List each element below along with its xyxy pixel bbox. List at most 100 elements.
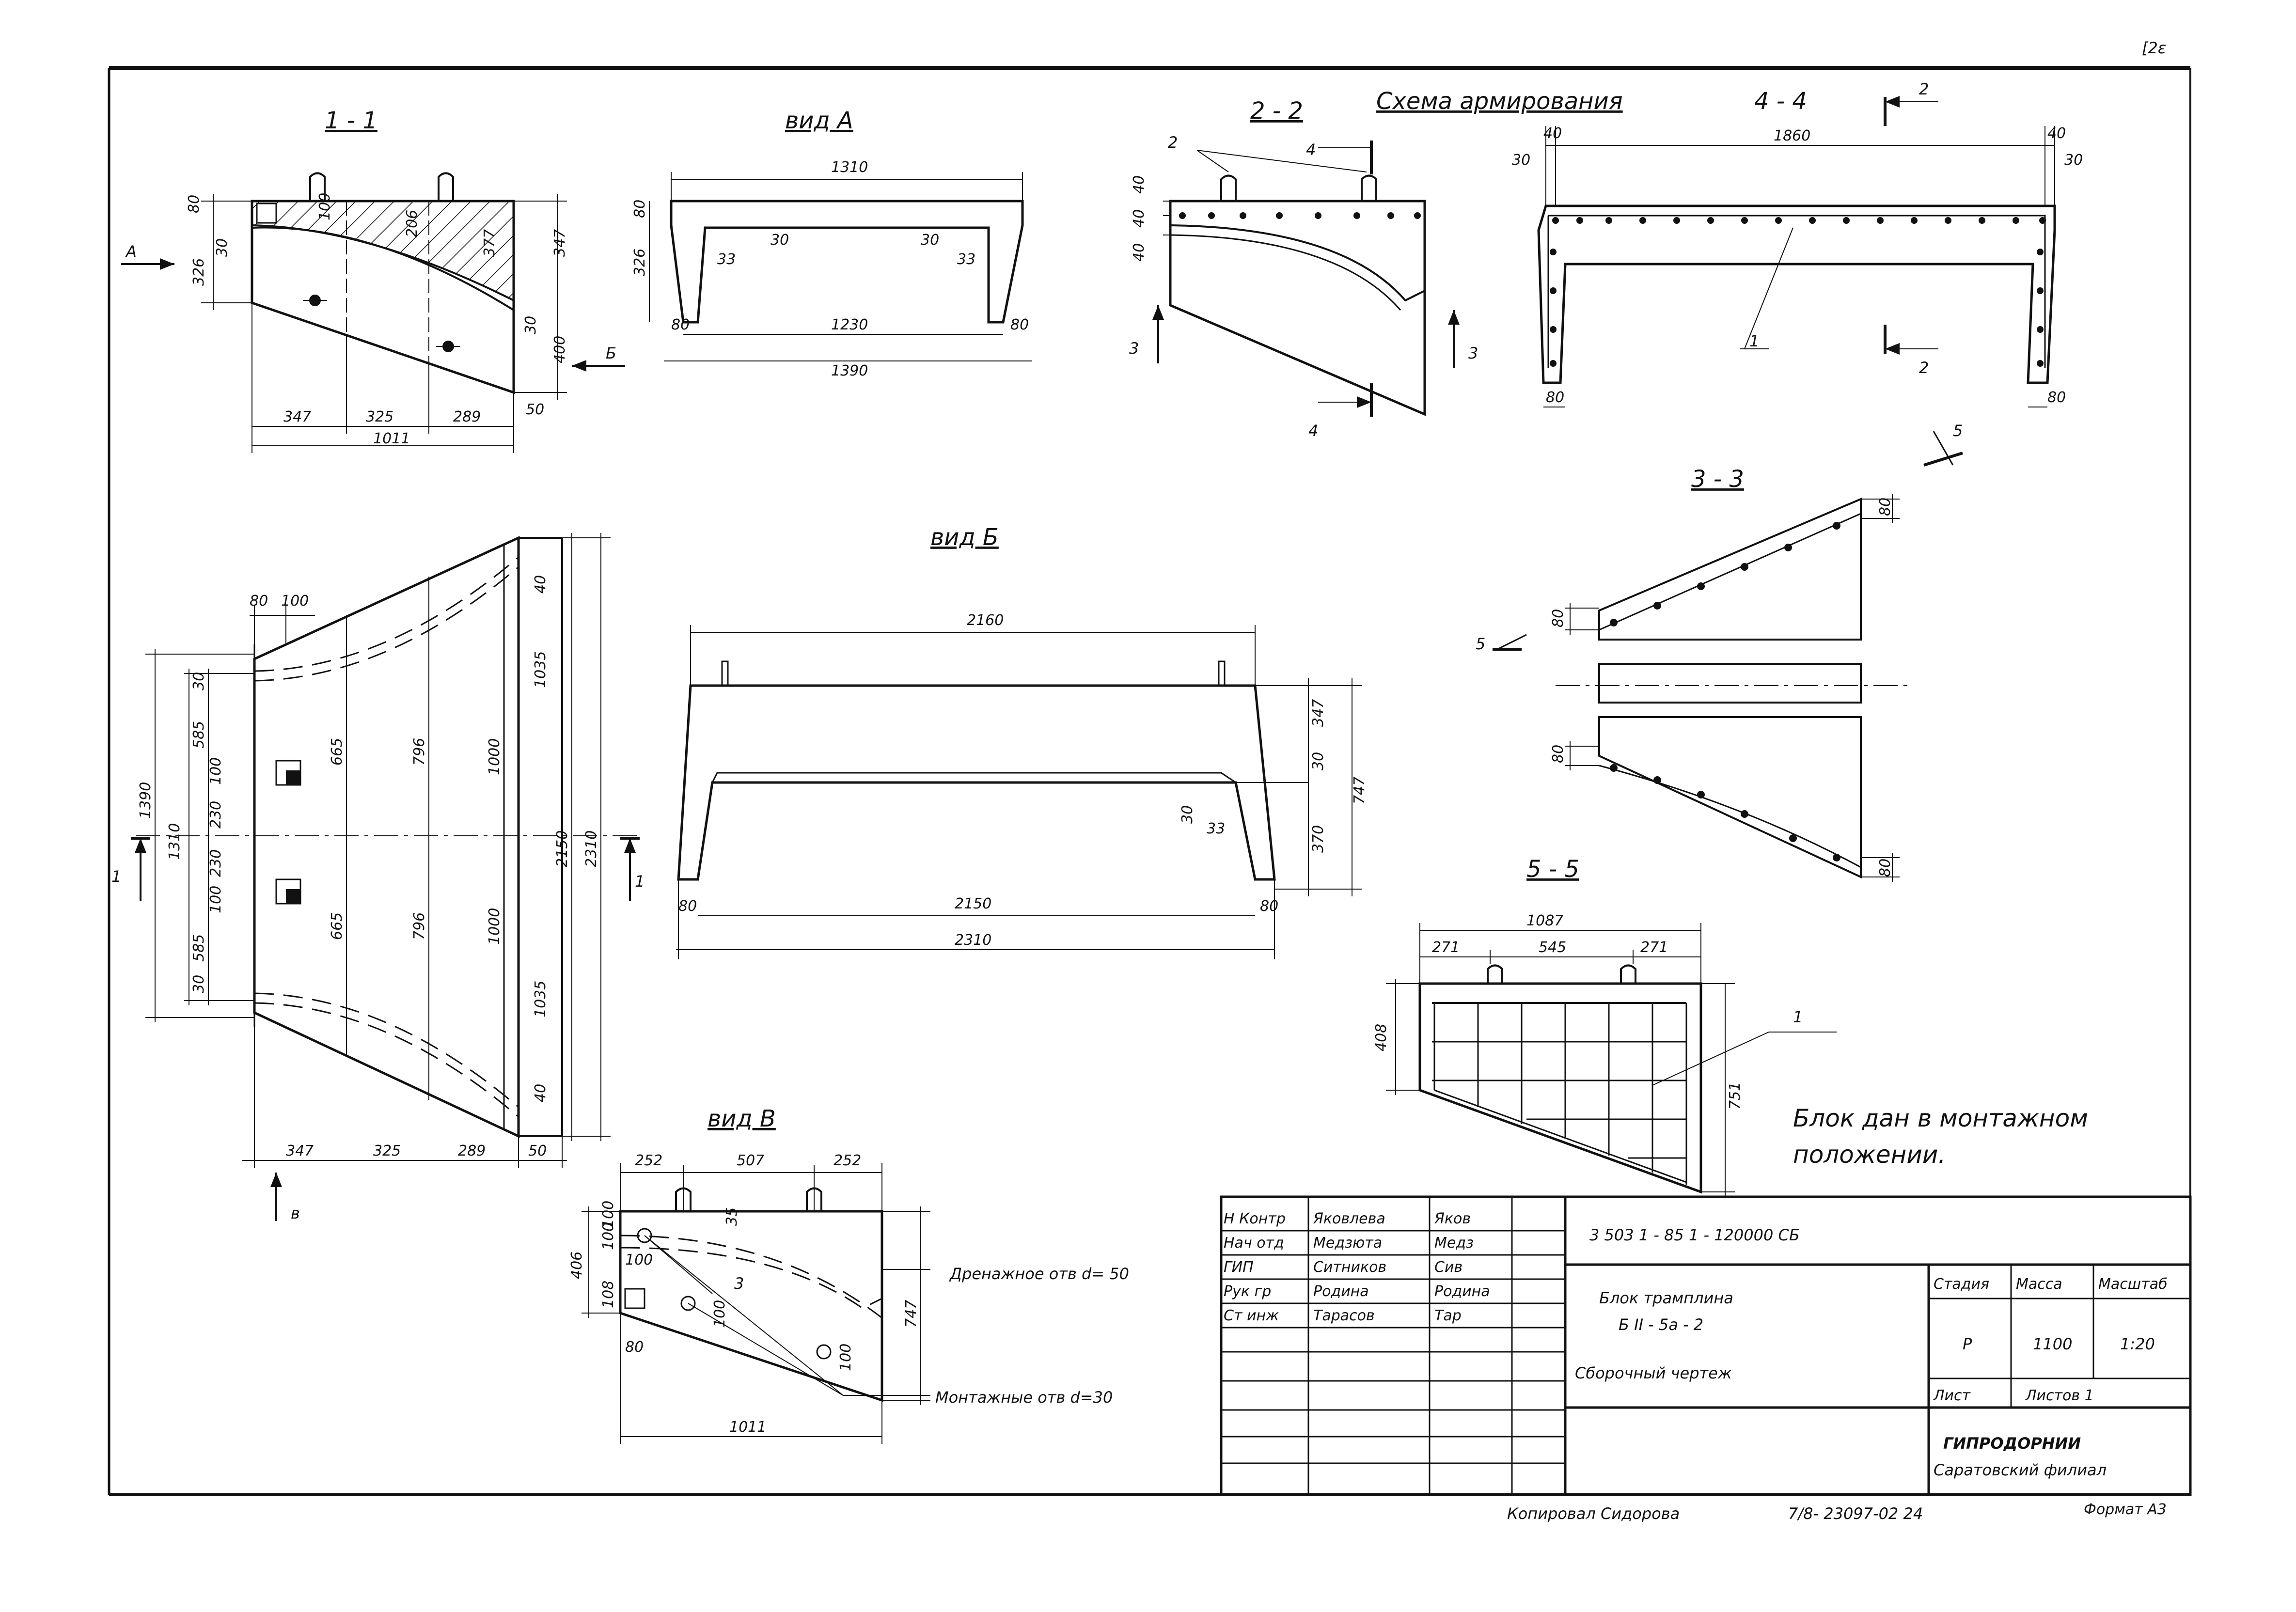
dim-pl-1035b: 1035: [532, 981, 549, 1017]
dim-s33-80a: 80: [1877, 498, 1894, 516]
dim-vb-370: 370: [1310, 825, 1327, 853]
org-branch: Саратовский филиал: [1934, 1461, 2107, 1479]
dim-va-80c: 80: [1010, 316, 1029, 333]
reinforcement-scheme-title: Схема армирования: [1376, 88, 1623, 115]
marker-5-top: 5: [1953, 422, 1963, 440]
sig-sign-2: Сив: [1434, 1259, 1463, 1276]
sig-name-4: Тарасов: [1313, 1307, 1375, 1324]
callout-1-55: 1: [1793, 1008, 1803, 1026]
plan-view: 80 100 1390 1310 585 30 100 230 230 100 …: [111, 533, 645, 1222]
dim-pl-100: 100: [281, 593, 309, 610]
view-b: вид Б 2160 347 30 747 370 30 33 80 80 21…: [676, 524, 1368, 959]
dim-va-33: 33: [717, 251, 736, 268]
rebar-grid-5-5: [1432, 1002, 1687, 1185]
note-line-2: положении.: [1793, 1141, 1946, 1169]
dim-vv-252b: 252: [833, 1152, 861, 1169]
section-2-2-title: 2 - 2: [1250, 97, 1303, 125]
dim-vb-2310: 2310: [955, 932, 991, 949]
dim-vv-100d: 100: [711, 1300, 728, 1328]
dim-pl-1310: 1310: [166, 823, 183, 860]
note-line-1: Блок дан в монтажном: [1793, 1104, 2088, 1132]
section-marker-1-left: 1: [111, 867, 121, 886]
callout-1-44: 1: [1749, 332, 1759, 350]
sig-role-1: Нач отд: [1224, 1235, 1284, 1252]
section-5-5: 5 - 5 1087: [1373, 856, 1837, 1197]
dim-s55-271a: 271: [1432, 939, 1460, 956]
dim-pl-1035a: 1035: [532, 651, 549, 688]
mount-hole-callout: Монтажные отв d=30: [935, 1388, 1113, 1407]
view-marker-v: в: [291, 1204, 300, 1222]
drain-hole-callout: Дренажное отв d= 50: [949, 1265, 1129, 1283]
dim-va-30b: 30: [921, 232, 939, 249]
dim-s11-326: 326: [190, 258, 207, 286]
dim-s11-347b: 347: [283, 408, 311, 425]
dim-s11-377: 377: [481, 229, 498, 257]
dim-vv-100a: 100: [600, 1201, 617, 1228]
dim-va-326: 326: [631, 249, 648, 276]
stage-value: Р: [1963, 1335, 1972, 1353]
dim-vv-1011: 1011: [729, 1419, 766, 1436]
corner-mark: [2ε: [2142, 39, 2166, 57]
dim-s11-30b: 30: [522, 316, 539, 334]
section-3-3-title: 3 - 3: [1691, 466, 1744, 493]
dim-va-1390: 1390: [831, 362, 868, 379]
dim-vb-30b: 30: [1179, 805, 1196, 824]
dim-va-1310: 1310: [831, 159, 868, 176]
view-a: вид А 1310 80 326 30 33 30 33 80 80 1230…: [631, 107, 1032, 379]
dim-pl-230b: 230: [207, 849, 224, 877]
dim-vb-2150: 2150: [955, 895, 991, 912]
dim-s22-40b: 40: [1131, 209, 1148, 228]
view-v-title: вид В: [708, 1105, 776, 1132]
section-4-4-title: 4 - 4: [1754, 88, 1807, 115]
sig-name-2: Ситников: [1313, 1259, 1386, 1276]
dim-pl-665a: 665: [329, 738, 346, 766]
sig-sign-1: Медз: [1434, 1235, 1474, 1252]
dim-vb-347: 347: [1310, 699, 1327, 727]
dim-va-80b: 80: [671, 316, 690, 333]
dim-pl-585a: 585: [190, 721, 207, 749]
drawing-code: 3 503 1 - 85 1 - 120000 СБ: [1589, 1226, 1800, 1244]
dim-vb-33: 33: [1207, 820, 1225, 837]
marker-2-top: 2: [1919, 80, 1929, 98]
sig-sign-3: Родина: [1434, 1283, 1490, 1300]
dim-s11-325: 325: [366, 408, 393, 425]
dim-pl-796a: 796: [411, 738, 428, 766]
dim-va-1230: 1230: [831, 316, 868, 333]
dim-s44-30a: 30: [1512, 152, 1530, 169]
marker-2-bottom: 2: [1919, 359, 1929, 377]
dim-pl-30b: 30: [190, 975, 207, 993]
dim-s11-289: 289: [453, 408, 481, 425]
dim-s44-1860: 1860: [1774, 127, 1810, 144]
dim-vv-100b: 100: [600, 1222, 617, 1250]
callout-4-top: 4: [1306, 141, 1316, 159]
section-1-1-title: 1 - 1: [325, 107, 377, 134]
section-5-5-title: 5 - 5: [1526, 856, 1579, 883]
dim-vv-35: 35: [723, 1207, 740, 1226]
dim-s44-80b: 80: [2047, 389, 2066, 406]
sig-name-1: Медзюта: [1313, 1235, 1382, 1252]
sig-name-3: Родина: [1313, 1283, 1369, 1300]
dim-s11-1011: 1011: [373, 430, 410, 447]
sig-role-2: ГИП: [1224, 1259, 1254, 1276]
section-2-2: 2 - 2 2 4 40 40 40 3 3 4: [1129, 97, 1478, 440]
footer-copied: Копировал Сидорова: [1507, 1504, 1680, 1523]
marker-3-right: 3: [1468, 344, 1478, 362]
dim-pl-30a: 30: [190, 672, 207, 690]
view-v: вид В 252 507 252 100 100 35 406: [568, 1105, 1129, 1444]
placement-note: Блок дан в монтажном положении.: [1793, 1104, 2088, 1169]
dim-vv-252a: 252: [635, 1152, 662, 1169]
section-marker-1-right: 1: [635, 872, 645, 891]
dim-s11-100: 100: [316, 193, 333, 220]
dim-s11-80: 80: [186, 195, 203, 213]
dim-vv-108: 108: [600, 1281, 617, 1308]
dim-s44-30b: 30: [2064, 152, 2083, 169]
title-block: Н Контр Яковлева Яков Нач отд Медзюта Ме…: [1220, 1195, 2192, 1496]
dim-s44-40b: 40: [2047, 125, 2066, 142]
dim-pl-1390: 1390: [137, 782, 154, 819]
dim-pl-40b: 40: [532, 1084, 549, 1102]
dim-s22-40c: 40: [1131, 243, 1148, 262]
sig-role-0: Н Контр: [1224, 1210, 1286, 1227]
dim-pl-40a: 40: [532, 575, 549, 594]
dim-vv-80: 80: [625, 1339, 644, 1356]
